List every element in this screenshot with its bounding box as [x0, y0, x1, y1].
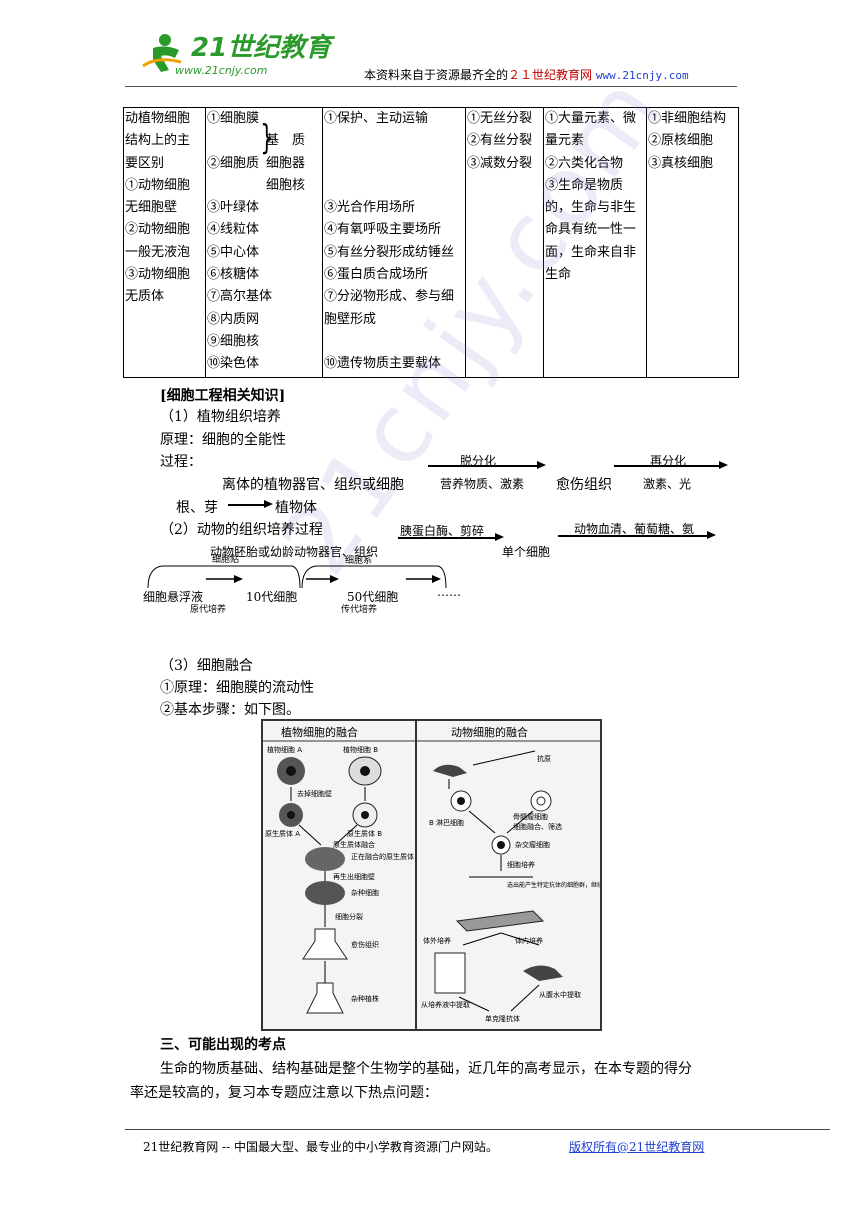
s2-gen10: 10代细胞: [246, 590, 298, 604]
s1-arrow2-head: [719, 461, 728, 469]
s1-arrow2-line: [614, 465, 720, 467]
header-note: 本资料来自于资源最齐全的２１世纪教育网 www.21cnjy.com: [364, 66, 689, 83]
s2-title: （2）动物的组织培养过程: [160, 522, 323, 538]
section3-para-line1: 生命的物质基础、结构基础是整个生物学的基础，近几年的高考显示，在本专题的得分: [160, 1061, 692, 1077]
figure-divider: [415, 721, 417, 1029]
s1-title: （1）植物组织培养: [160, 409, 281, 425]
svg-text:杂种细胞: 杂种细胞: [351, 888, 379, 897]
svg-text:原生质体 B: 原生质体 B: [347, 829, 382, 838]
footer-copyright-link[interactable]: 版权所有@21世纪教育网: [569, 1140, 705, 1154]
s2-gen50: 50代细胞: [347, 590, 399, 604]
svg-text:杂交瘤细胞: 杂交瘤细胞: [515, 840, 550, 849]
table-cell-col4: ①无丝分裂 ②有丝分裂 ③减数分裂: [465, 107, 544, 378]
s2-passage: 传代培养: [341, 605, 378, 615]
s2-ellipsis: ……: [437, 585, 461, 599]
s1-arrow1-bottom: 营养物质、激素: [440, 477, 525, 491]
s1-cont: 根、芽: [176, 500, 218, 516]
s2-arrow1-head: [495, 533, 504, 541]
section3-para-line2: 率还是较高的，复习本专题应注意以下热点问题：: [130, 1085, 438, 1101]
s1-arrow2-top: 再分化: [650, 454, 687, 468]
brace-symbol: }: [260, 118, 274, 158]
s1-callus: 愈伤组织: [556, 477, 612, 493]
svg-text:细胞分裂: 细胞分裂: [335, 912, 363, 921]
s2-small1: 细胞贴: [212, 555, 240, 565]
s1-arrow2-bottom: 激素、光: [643, 477, 692, 491]
svg-text:去掉细胞壁: 去掉细胞壁: [297, 789, 332, 798]
header-note-prefix: 本资料来自于资源最齐全的: [364, 68, 509, 82]
svg-text:动物细胞的融合: 动物细胞的融合: [451, 725, 528, 739]
s2-single: 单个细胞: [502, 545, 551, 559]
svg-text:杂种植株: 杂种植株: [351, 994, 379, 1003]
svg-text:体外培养: 体外培养: [423, 936, 451, 945]
s2-source: 动物胚胎或幼龄动物器官、组织: [210, 545, 379, 559]
s3-steps: ②基本步骤：如下图。: [160, 702, 300, 718]
svg-text:正在融合的原生质体: 正在融合的原生质体: [351, 852, 414, 861]
cell-fusion-figure: 植物细胞的融合 动物细胞的融合 植物细胞 A 植物细胞 B 去掉细胞壁 原生质体…: [261, 719, 602, 1031]
section3-heading: 三、可能出现的考点: [160, 1037, 286, 1053]
s2-arrow1-line: [398, 537, 496, 539]
svg-text:植物细胞 B: 植物细胞 B: [343, 745, 378, 754]
svg-text:愈伤组织: 愈伤组织: [351, 940, 379, 949]
svg-text:骨髓瘤细胞: 骨髓瘤细胞: [513, 812, 548, 821]
s1-process-label: 过程：: [160, 454, 202, 470]
footer-left: 21世纪教育网 -- 中国最大型、最专业的中小学教育资源门户网站。: [143, 1140, 499, 1154]
svg-text:植物细胞 A: 植物细胞 A: [267, 745, 302, 754]
s2-arrow2-head: [707, 531, 716, 539]
svg-text:单克隆抗体: 单克隆抗体: [485, 1014, 520, 1023]
s1-start: 离体的植物器官、组织或细胞: [222, 477, 404, 493]
s1-arrow1-top: 脱分化: [460, 454, 497, 468]
s1-arrow1-line: [428, 465, 538, 467]
s2-arrow1-top: 胰蛋白酶、剪碎: [400, 524, 485, 538]
s2-bracket-diagram: [142, 558, 452, 598]
s3-title: （3）细胞融合: [160, 658, 253, 674]
table-cell-col5: ①大量元素、微 量元素 ②六类化合物 ③生命是物质 的，生命与非生 命具有统一性…: [543, 107, 647, 378]
section-title: [细胞工程相关知识]: [160, 388, 286, 404]
svg-text:原生质体 A: 原生质体 A: [265, 829, 300, 838]
s2-primary: 原代培养: [190, 605, 227, 615]
svg-text:从腹水中提取: 从腹水中提取: [539, 990, 581, 999]
svg-text:抗原: 抗原: [537, 754, 551, 763]
table-cell-col3: ①保护、主动运输 ③光合作用场所 ④有氧呼吸主要场所 ⑤有丝分裂形成纺锤丝 ⑥蛋…: [322, 107, 466, 378]
svg-text:体内培养: 体内培养: [515, 936, 543, 945]
s2-arrow2-top: 动物血清、葡萄糖、氨: [574, 522, 695, 536]
svg-text:选出能产生特定抗体的细胞群，继续培养: 选出能产生特定抗体的细胞群，继续培养: [507, 881, 600, 889]
logo-text: 21世纪教育: [191, 33, 335, 63]
svg-text:再生出细胞壁: 再生出细胞壁: [333, 872, 375, 881]
svg-text:植物细胞的融合: 植物细胞的融合: [281, 725, 358, 739]
logo-url: www.21cnjy.com: [175, 64, 268, 77]
s1-arrow3-head: [264, 500, 273, 508]
s2-small2: 细胞系: [345, 556, 373, 566]
header-divider: [125, 86, 737, 87]
svg-text:原生质体融合: 原生质体融合: [333, 840, 375, 849]
s1-plant: 植物体: [275, 500, 317, 516]
site-logo: 21世纪教育 www.21cnjy.com: [135, 26, 335, 82]
header-note-url[interactable]: www.21cnjy.com: [595, 69, 689, 82]
header-note-brand[interactable]: ２１世纪教育网: [508, 68, 593, 82]
knowledge-table: 动植物细胞 结构上的主 要区别 ①动物细胞 无细胞壁 ②动物细胞 一般无液泡 ③…: [123, 107, 739, 378]
svg-text:细胞融合、筛选: 细胞融合、筛选: [513, 822, 562, 831]
svg-text:细胞培养: 细胞培养: [507, 860, 535, 869]
footer-divider: [125, 1129, 830, 1130]
svg-text:B 淋巴细胞: B 淋巴细胞: [429, 818, 464, 827]
s1-arrow3-line: [228, 504, 266, 506]
svg-text:从培养液中提取: 从培养液中提取: [421, 1000, 470, 1009]
table-cell-col1: 动植物细胞 结构上的主 要区别 ①动物细胞 无细胞壁 ②动物细胞 一般无液泡 ③…: [123, 107, 206, 378]
fusion-diagram: 植物细胞的融合 动物细胞的融合 植物细胞 A 植物细胞 B 去掉细胞壁 原生质体…: [263, 725, 600, 1023]
s2-susp: 细胞悬浮液: [143, 590, 204, 604]
s1-principle: 原理：细胞的全能性: [160, 432, 286, 448]
table-cell-col2: ①细胞膜 基 质 ②细胞质 细胞器 细胞核 } ③叶绿体 ④线粒体 ⑤中心体 ⑥…: [205, 107, 323, 378]
s2-arrow2-line: [558, 535, 708, 537]
table-cell-col6: ①非细胞结构 ②原核细胞 ③真核细胞: [646, 107, 739, 378]
s3-principle: ①原理：细胞膜的流动性: [160, 680, 314, 696]
s1-arrow1-head: [537, 461, 546, 469]
